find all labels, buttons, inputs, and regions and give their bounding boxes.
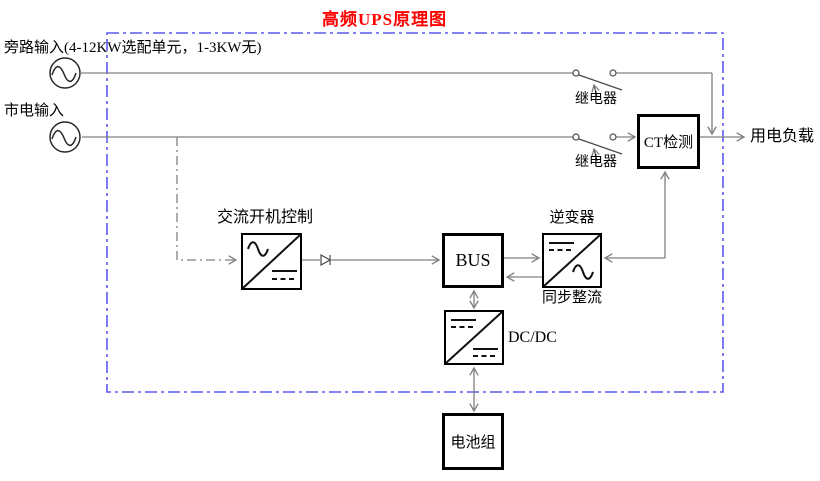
bus-block-label: BUS <box>455 250 491 270</box>
dc-dc-block <box>444 310 504 365</box>
inverter-label: 逆变器 <box>549 210 595 226</box>
battery-label: 电池组 <box>450 435 496 451</box>
bypass-input-label: 旁路输入(4-12KW选配单元，1-3KW无) <box>4 40 262 56</box>
ac-source-mains-icon <box>49 121 81 153</box>
ac-source-bypass-icon <box>49 57 81 89</box>
control-branch-wire <box>176 137 238 265</box>
diagram-title: 高频UPS原理图 <box>322 10 448 29</box>
inverter-block <box>542 233 602 288</box>
relay-1-label: 继电器 <box>575 92 617 107</box>
dc-dc-label: DC/DC <box>508 329 557 346</box>
ct-detect-block: CT检测 <box>637 114 700 169</box>
battery-block: 电池组 <box>442 413 504 470</box>
ct-detect-label: CT检测 <box>643 135 694 151</box>
ac-start-control-block <box>241 233 302 290</box>
diode-icon <box>320 253 332 267</box>
bus-block: BUS <box>442 233 504 288</box>
sync-rectifier-label: 同步整流 <box>541 290 602 306</box>
relay-2-label: 继电器 <box>575 155 617 170</box>
mains-input-label: 市电输入 <box>4 103 65 119</box>
inverter-ct-wire <box>603 170 670 263</box>
load-output-label: 用电负载 <box>750 128 815 145</box>
unit-boundary-box <box>106 32 724 393</box>
ac-start-control-label: 交流开机控制 <box>217 209 314 226</box>
